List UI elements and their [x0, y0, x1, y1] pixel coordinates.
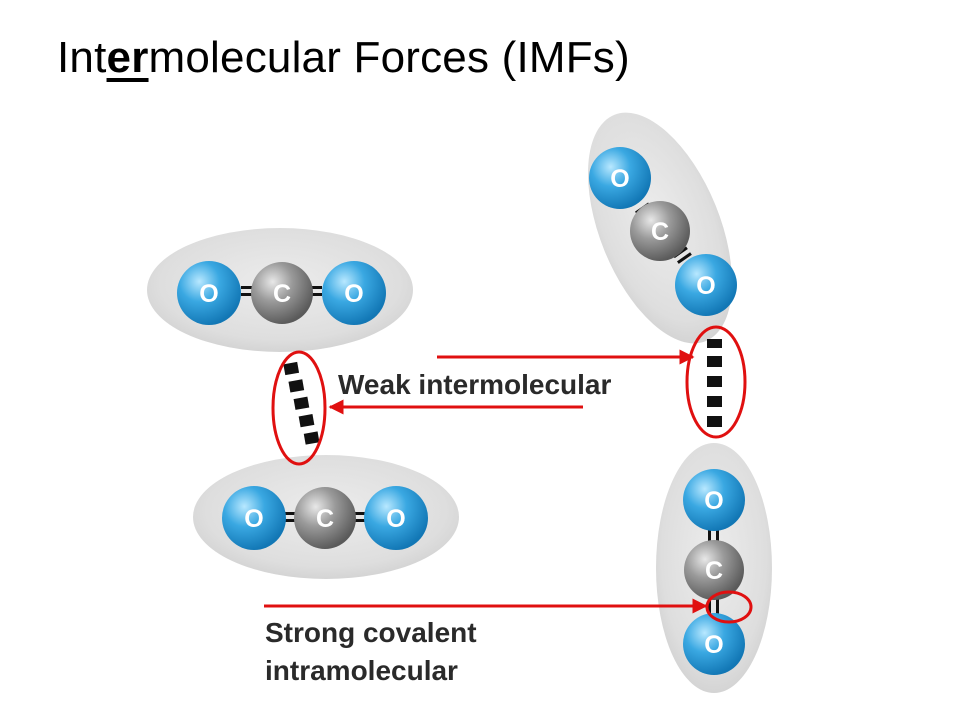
- oxygen-atom: [589, 147, 651, 209]
- slide-title: Intermolecular Forces (IMFs): [57, 28, 630, 88]
- intramolecular-label: intramolecular: [265, 655, 458, 686]
- atom-label: O: [610, 165, 629, 193]
- atom-label: C: [705, 557, 723, 585]
- title-prefix: Int: [57, 33, 107, 82]
- carbon-atom: [630, 201, 690, 261]
- strong-covalent-label: Strong covalent: [265, 617, 477, 648]
- title-suffix: molecular Forces (IMFs): [148, 33, 630, 82]
- co2-molecule-top-left: O C O: [147, 228, 413, 352]
- highlight-ellipse-right: [685, 325, 747, 439]
- atom-label: O: [704, 487, 723, 515]
- oxygen-atom: [177, 261, 241, 325]
- oxygen-atom: [675, 254, 737, 316]
- co2-molecule-top-right: O C O: [588, 112, 737, 344]
- oxygen-atom: [683, 613, 745, 675]
- atom-label: O: [386, 505, 405, 533]
- double-bond: [346, 512, 366, 522]
- atom-label: C: [316, 505, 334, 533]
- carbon-atom: [294, 487, 356, 549]
- co2-molecule-bottom-left: O C O: [193, 455, 459, 579]
- double-bond: [708, 528, 719, 546]
- atom-label: O: [199, 280, 218, 308]
- title-emphasis: er: [106, 33, 149, 82]
- atom-label: O: [696, 272, 715, 300]
- double-bond: [708, 596, 719, 614]
- atom-label: O: [244, 505, 263, 533]
- atom-label: O: [344, 280, 363, 308]
- carbon-atom: [684, 540, 744, 600]
- highlight-ellipse-left: [271, 350, 327, 466]
- carbon-atom: [251, 262, 313, 324]
- oxygen-atom: [222, 486, 286, 550]
- atom-label: C: [651, 218, 669, 246]
- intermolecular-bond-right: [707, 339, 722, 427]
- oxygen-atom: [364, 486, 428, 550]
- oxygen-atom: [683, 469, 745, 531]
- double-bond: [241, 286, 261, 296]
- co2-molecule-bottom-right: O C O: [656, 443, 772, 693]
- weak-intermolecular-label: Weak intermolecular: [338, 369, 611, 400]
- oxygen-atom: [322, 261, 386, 325]
- atom-label: O: [704, 631, 723, 659]
- atom-label: C: [273, 280, 291, 308]
- intermolecular-bond-left: [283, 361, 320, 445]
